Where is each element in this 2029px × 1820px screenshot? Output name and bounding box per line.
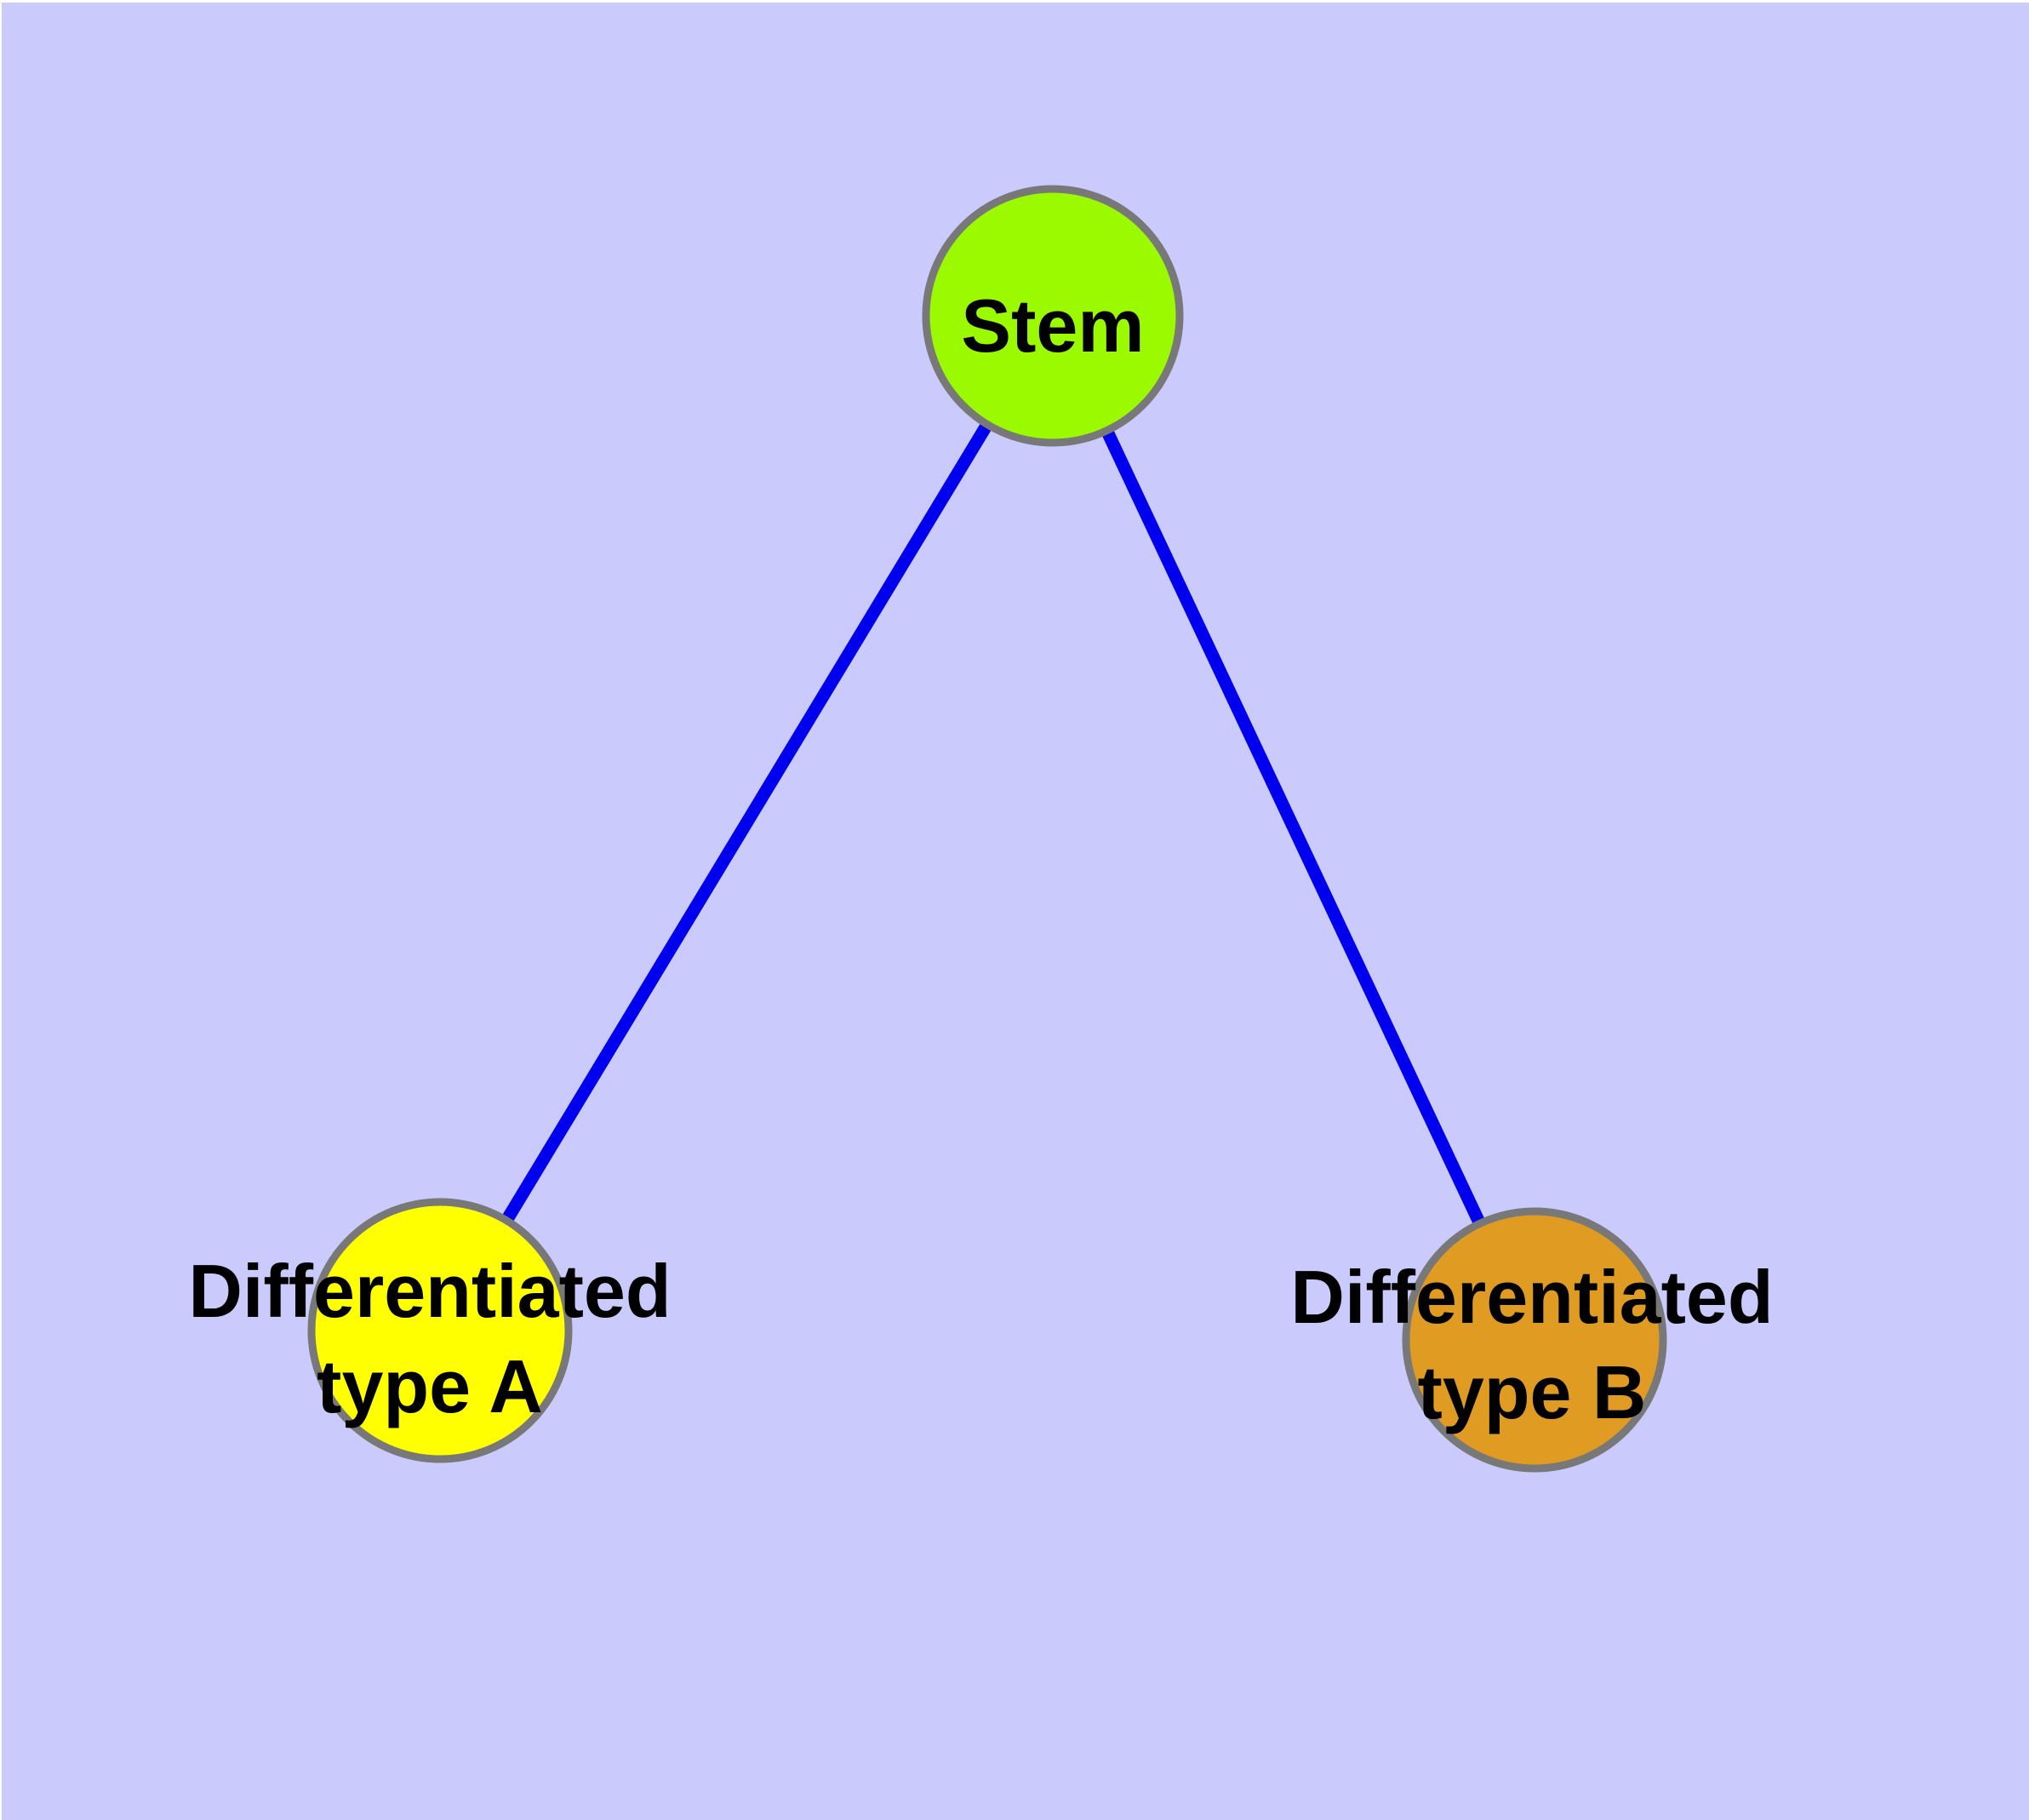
edges	[434, 312, 1540, 1343]
nodes	[307, 185, 1667, 1473]
edge-stem-to-type-b	[1047, 312, 1540, 1343]
node-type-a-label-line1: Differentiated	[188, 1249, 671, 1333]
node-labels: Stem Differentiated type A Differentiate…	[188, 283, 1773, 1434]
node-differentiated-type-a	[307, 1198, 573, 1463]
node-stem-label: Stem	[961, 283, 1144, 368]
node-type-b-label-line1: Differentiated	[1290, 1255, 1773, 1339]
node-type-a-label-line2: type A	[317, 1344, 543, 1428]
node-stem	[922, 185, 1184, 447]
node-differentiated-type-b	[1402, 1207, 1667, 1473]
edge-stem-to-type-a	[434, 312, 1059, 1334]
node-type-b-label-line2: type B	[1418, 1350, 1647, 1434]
